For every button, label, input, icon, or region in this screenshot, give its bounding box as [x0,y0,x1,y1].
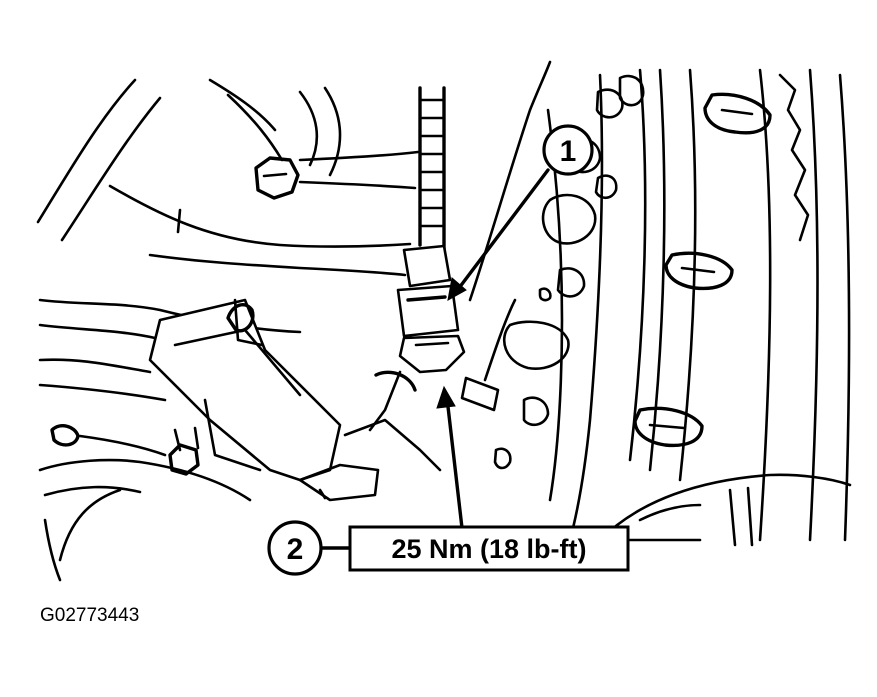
callout-2-number: 2 [287,533,304,566]
engine-linework [36,60,852,582]
callout-1-number: 1 [560,135,577,168]
callout-2-arrowhead [436,385,456,409]
torque-spec-label: 25 Nm (18 lb-ft) [391,534,586,564]
callout-2-circle [267,520,323,576]
callout-2: 2 25 Nm (18 lb-ft) [267,385,630,576]
torque-spec-box [348,525,630,572]
figure-id: G02773443 [40,605,139,626]
callout-1-leader [454,168,550,294]
callout-1-arrowhead [447,277,467,301]
callout-2-leader [445,396,464,530]
callout-1: 1 [447,124,594,301]
callout-1-circle [542,124,594,176]
